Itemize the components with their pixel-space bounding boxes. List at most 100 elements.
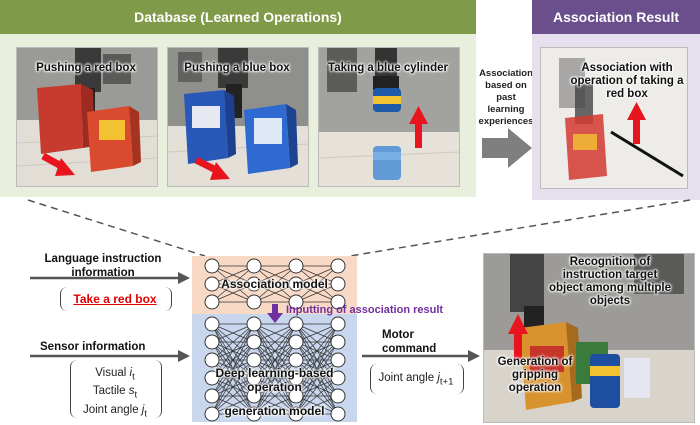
network-node <box>288 388 304 404</box>
network-node <box>246 370 262 386</box>
network-node <box>204 294 220 310</box>
network-node <box>330 406 346 422</box>
network-node <box>246 334 262 350</box>
network-connection <box>295 323 339 415</box>
network-connection <box>211 341 255 415</box>
network-node <box>330 352 346 368</box>
network-node <box>246 388 262 404</box>
caption-association-result: Association with operation of taking a r… <box>570 62 684 100</box>
network-connection <box>295 341 339 415</box>
network-node <box>330 370 346 386</box>
language-instruction-label: Language instruction information <box>44 253 162 279</box>
network-connection <box>211 283 255 303</box>
network-node <box>288 294 304 310</box>
network-node <box>204 316 220 332</box>
network-connection <box>253 341 297 415</box>
dl-model-line-3: generation model <box>224 404 325 418</box>
network-node <box>330 388 346 404</box>
sensor-visual: Visual it <box>95 367 135 383</box>
joint-angle-output: Joint angle jt+1 <box>378 372 454 388</box>
association-arrow <box>482 128 532 168</box>
robot-scene-image <box>541 48 687 188</box>
robot-scene-image <box>319 48 459 186</box>
sensor-tactile: Tactile st <box>92 385 138 401</box>
inputting-association-note: Inputting of association result <box>286 304 444 316</box>
network-node <box>288 316 304 332</box>
network-node <box>288 352 304 368</box>
network-node <box>204 406 220 422</box>
network-node <box>204 258 220 274</box>
network-node <box>288 276 304 292</box>
network-connection <box>295 323 339 361</box>
sensor-joint-angle: Joint angle jt <box>82 403 148 419</box>
network-node <box>204 388 220 404</box>
network-connection <box>211 265 255 285</box>
network-connection <box>295 265 339 303</box>
robot-scene-image <box>168 48 308 186</box>
network-connection <box>253 395 297 415</box>
database-panel-title: Database (Learned Operations) <box>0 0 476 34</box>
network-connection <box>295 359 339 415</box>
network-node <box>246 276 262 292</box>
network-connection <box>211 323 255 361</box>
network-connection <box>253 265 297 303</box>
network-connection <box>295 377 339 415</box>
photo-association-result <box>540 47 688 189</box>
network-node <box>204 276 220 292</box>
network-connection <box>253 283 297 303</box>
network-connection <box>295 323 339 397</box>
network-connection <box>211 395 255 415</box>
association-result-title: Association Result <box>532 0 700 34</box>
photo-pushing-red-box <box>16 47 158 187</box>
photo-robot-gripping <box>483 253 695 423</box>
network-connection <box>211 323 255 379</box>
network-node <box>330 276 346 292</box>
robot-scene-image <box>484 254 694 422</box>
sensor-values: Visual it Tactile st Joint angle jt <box>70 366 160 421</box>
instruction-text: Take a red box <box>73 292 157 306</box>
motor-bracket <box>370 364 464 394</box>
instruction-bracket <box>60 287 172 311</box>
network-connection <box>211 377 255 415</box>
neural-network-graphic <box>204 258 346 422</box>
photo-pushing-blue-box <box>167 47 309 187</box>
sensor-bracket <box>70 360 162 418</box>
caption-taking-blue-cylinder: Taking a blue cylinder <box>328 62 448 74</box>
network-node <box>330 316 346 332</box>
network-connection <box>253 323 297 361</box>
dl-model-line-2: operation <box>247 380 302 394</box>
network-node <box>288 334 304 350</box>
network-node <box>288 258 304 274</box>
dl-model-label: Deep learning-based operation generation… <box>192 366 357 418</box>
network-node <box>330 294 346 310</box>
network-connection <box>211 359 255 415</box>
association-model-label: Association model <box>221 277 328 291</box>
sensor-information-label: Sensor information <box>40 341 146 353</box>
network-node <box>288 370 304 386</box>
network-connection <box>253 323 297 397</box>
network-node <box>246 406 262 422</box>
network-connection <box>211 265 255 303</box>
network-node <box>246 258 262 274</box>
network-connection <box>211 323 255 343</box>
network-connection <box>253 359 297 415</box>
network-node <box>246 316 262 332</box>
caption-generation: Generation of gripping operation <box>497 356 573 394</box>
network-connection <box>211 323 255 397</box>
network-connection <box>253 377 297 415</box>
network-connection <box>295 323 339 379</box>
caption-pushing-red-box: Pushing a red box <box>36 62 136 74</box>
caption-pushing-blue-box: Pushing a blue box <box>184 62 290 74</box>
network-node <box>204 352 220 368</box>
robot-scene-image <box>17 48 157 186</box>
network-node <box>204 334 220 350</box>
motor-command-label: Motor command <box>382 329 437 355</box>
network-connection <box>211 323 255 415</box>
network-node <box>288 406 304 422</box>
network-connection <box>253 265 297 285</box>
network-node <box>246 294 262 310</box>
network-connection <box>295 323 339 343</box>
network-node <box>330 258 346 274</box>
photo-taking-blue-cylinder <box>318 47 460 187</box>
